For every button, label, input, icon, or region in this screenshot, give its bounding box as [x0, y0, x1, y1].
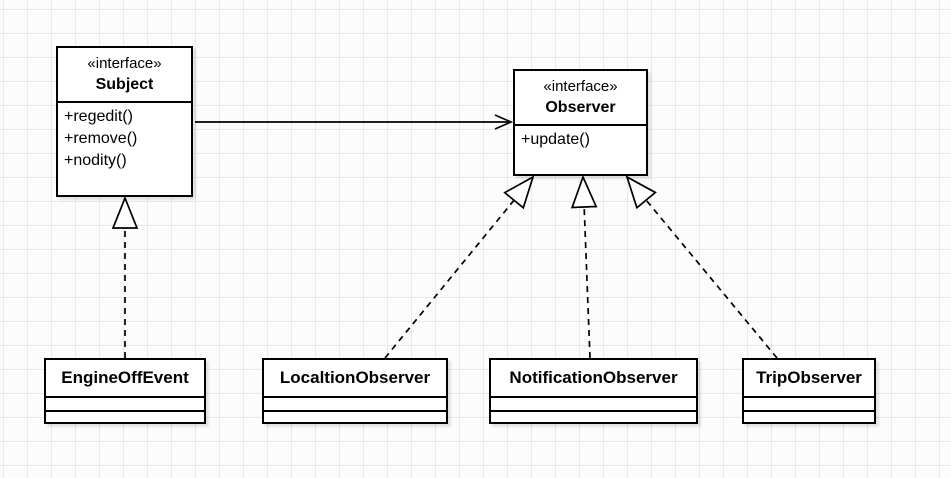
edge-realization-tripobserver-observer[interactable]: [627, 177, 778, 359]
localtionobserver-methods-compartment: [264, 412, 446, 422]
subject-title-compartment: «interface» Subject: [58, 48, 191, 103]
edge-realization-notificationobserver-observer[interactable]: [583, 177, 590, 359]
localtionobserver-name: LocaltionObserver: [279, 368, 431, 387]
uml-class-observer[interactable]: «interface» Observer +update(): [513, 69, 648, 176]
notificationobserver-methods-compartment: [491, 412, 696, 422]
engineoffevent-methods-compartment: [46, 412, 204, 422]
tripobserver-title-compartment: TripObserver: [744, 360, 874, 398]
localtionobserver-title-compartment: LocaltionObserver: [264, 360, 446, 398]
tripobserver-name: TripObserver: [756, 368, 862, 387]
uml-class-subject[interactable]: «interface» Subject +regedit() +remove()…: [56, 46, 193, 197]
subject-methods-compartment: +regedit() +remove() +nodity(): [58, 103, 191, 175]
uml-class-tripobserver[interactable]: TripObserver: [742, 358, 876, 424]
uml-class-notificationobserver[interactable]: NotificationObserver: [489, 358, 698, 424]
observer-stereotype: «interface»: [543, 78, 618, 95]
localtionobserver-attributes-compartment: [264, 398, 446, 412]
notificationobserver-attributes-compartment: [491, 398, 696, 412]
observer-name: Observer: [545, 99, 616, 116]
edge-realization-localtionobserver-observer[interactable]: [384, 177, 533, 359]
uml-class-localtionobserver[interactable]: LocaltionObserver: [262, 358, 448, 424]
observer-title-compartment: «interface» Observer: [515, 71, 646, 126]
subject-method: +regedit(): [64, 108, 133, 125]
tripobserver-attributes-compartment: [744, 398, 874, 412]
notificationobserver-name: NotificationObserver: [509, 368, 678, 387]
observer-method: +update(): [521, 131, 590, 148]
engineoffevent-name: EngineOffEvent: [61, 368, 189, 387]
notificationobserver-title-compartment: NotificationObserver: [491, 360, 696, 398]
observer-methods-compartment: +update(): [515, 126, 646, 154]
uml-class-engineoffevent[interactable]: EngineOffEvent: [44, 358, 206, 424]
subject-name: Subject: [95, 76, 154, 93]
subject-stereotype: «interface»: [87, 55, 162, 72]
subject-method: +nodity(): [64, 152, 127, 169]
tripobserver-methods-compartment: [744, 412, 874, 422]
engineoffevent-attributes-compartment: [46, 398, 204, 412]
subject-method: +remove(): [64, 130, 138, 147]
engineoffevent-title-compartment: EngineOffEvent: [46, 360, 204, 398]
